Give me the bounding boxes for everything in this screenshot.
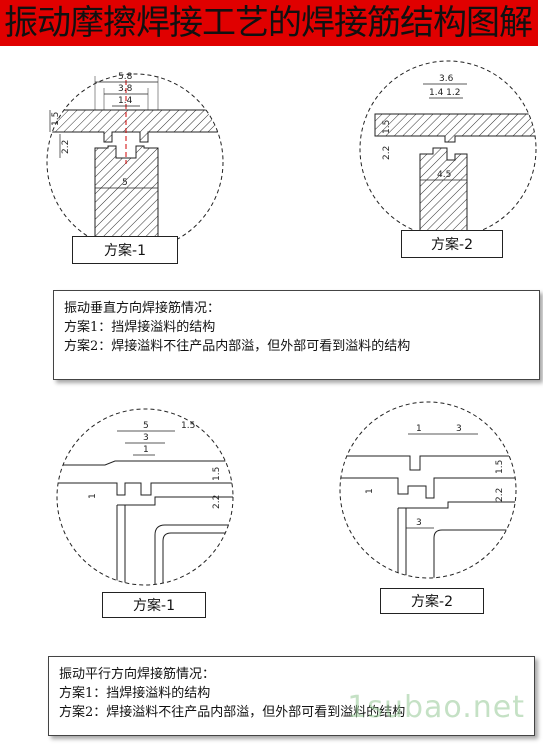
dim-2.2: 2.2 bbox=[212, 495, 222, 509]
dim-1.4-1.2: 1.4 1.2 bbox=[429, 88, 461, 98]
note-box-vertical: 振动垂直方向焊接筋情况： 方案1：挡焊接溢料的结构 方案2：焊接溢料不往产品内部… bbox=[53, 290, 540, 380]
dim-2.2: 2.2 bbox=[495, 488, 505, 502]
dim-3.8: 3.8 bbox=[118, 84, 133, 94]
title-banner: 振动摩擦焊接工艺的焊接筋结构图解 bbox=[0, 0, 538, 46]
caption-bottom-right: 方案-2 bbox=[380, 588, 484, 614]
caption-top-left: 方案-1 bbox=[72, 236, 178, 264]
dim-1-side: 1 bbox=[365, 488, 375, 494]
dim-3: 3 bbox=[143, 433, 149, 443]
dim-1.5: 1.5 bbox=[51, 112, 61, 126]
note1-line-3: 方案2：焊接溢料不往产品内部溢，但外部可看到溢料的结构 bbox=[64, 339, 411, 354]
dim-5.8: 5.8 bbox=[118, 72, 133, 82]
page-title: 振动摩擦焊接工艺的焊接筋结构图解 bbox=[4, 3, 533, 43]
diagram-top-right: 3.6 1.4 1.2 1.5 2.2 4.5 bbox=[359, 60, 537, 238]
dim-3-bottom: 3 bbox=[416, 518, 422, 528]
caption-top-right: 方案-2 bbox=[401, 230, 503, 258]
note2-line-1: 振动平行方向焊接筋情况： bbox=[59, 667, 216, 682]
dim-1.5-top: 1.5 bbox=[181, 421, 195, 431]
caption-bottom-left: 方案-1 bbox=[102, 592, 206, 618]
dim-3-top: 3 bbox=[456, 424, 462, 434]
watermark: 1subao.net bbox=[347, 690, 525, 725]
dim-1: 1 bbox=[416, 424, 422, 434]
note2-line-3: 方案2：焊接溢料不往产品内部溢，但外部可看到溢料的结构 bbox=[59, 705, 406, 720]
dim-3.6: 3.6 bbox=[439, 74, 454, 84]
diagram-bottom-left: 5 3 1 1.5 1.5 2.2 1 bbox=[56, 408, 234, 586]
dim-4.5: 4.5 bbox=[437, 170, 451, 180]
dim-5: 5 bbox=[122, 178, 128, 188]
diagram-bottom-right: 1 3 1.5 2.2 1 3 bbox=[339, 401, 517, 579]
dim-1.5: 1.5 bbox=[382, 120, 392, 134]
dim-1.4: 1.4 bbox=[118, 96, 133, 106]
dim-1-side: 1 bbox=[88, 493, 98, 499]
dim-1: 1 bbox=[143, 445, 149, 455]
note2-line-2: 方案1：挡焊接溢料的结构 bbox=[59, 686, 211, 701]
dim-2.2: 2.2 bbox=[61, 140, 71, 154]
dim-2.2: 2.2 bbox=[382, 146, 392, 160]
note1-line-2: 方案1：挡焊接溢料的结构 bbox=[64, 320, 216, 335]
dim-5: 5 bbox=[143, 421, 149, 431]
diagram-top-left: 5.8 3.8 1.4 1.5 2.2 5 bbox=[46, 72, 224, 251]
dim-1.5-side: 1.5 bbox=[212, 467, 222, 481]
note-box-parallel: 振动平行方向焊接筋情况： 方案1：挡焊接溢料的结构 方案2：焊接溢料不往产品内部… bbox=[48, 656, 535, 736]
dim-1.5: 1.5 bbox=[495, 460, 505, 474]
note1-line-1: 振动垂直方向焊接筋情况： bbox=[64, 301, 221, 316]
